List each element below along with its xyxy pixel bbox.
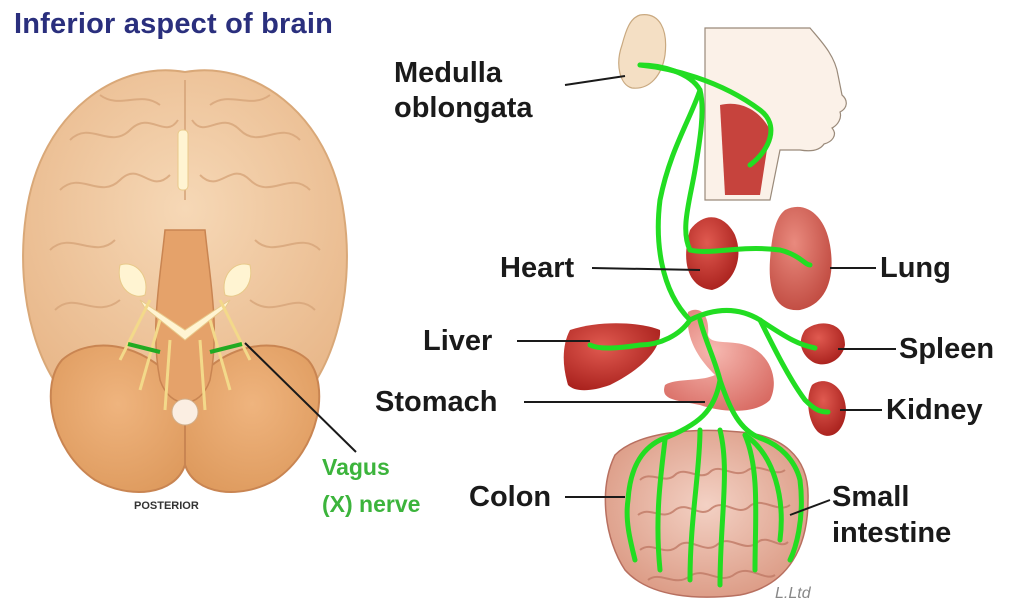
posterior-label: POSTERIOR <box>134 500 199 512</box>
label-lung: Lung <box>880 251 951 285</box>
label-heart: Heart <box>500 251 574 285</box>
label-colon: Colon <box>469 480 551 514</box>
label-small-intestine-line1: Small <box>832 480 909 514</box>
intestines-shape <box>605 430 808 597</box>
vagus-label-line2: (X) nerve <box>322 489 420 519</box>
label-liver: Liver <box>423 324 492 358</box>
stomach-shape <box>664 310 774 411</box>
label-small-intestine-line2: intestine <box>832 516 951 550</box>
label-stomach: Stomach <box>375 385 497 419</box>
label-medulla-line1: Medulla <box>394 56 502 90</box>
credit-text: L.Ltd <box>775 585 811 603</box>
medulla-oblongata-shape <box>619 15 666 89</box>
diagram-title: Inferior aspect of brain <box>14 8 333 41</box>
label-medulla-line2: oblongata <box>394 91 533 125</box>
brain-illustration <box>23 70 356 492</box>
heart-shape <box>686 217 738 290</box>
label-kidney: Kidney <box>886 393 983 427</box>
label-spleen: Spleen <box>899 332 994 366</box>
vagus-label-line1: Vagus <box>322 452 390 482</box>
liver-shape <box>564 323 660 390</box>
spinal-cord-section <box>172 399 198 425</box>
